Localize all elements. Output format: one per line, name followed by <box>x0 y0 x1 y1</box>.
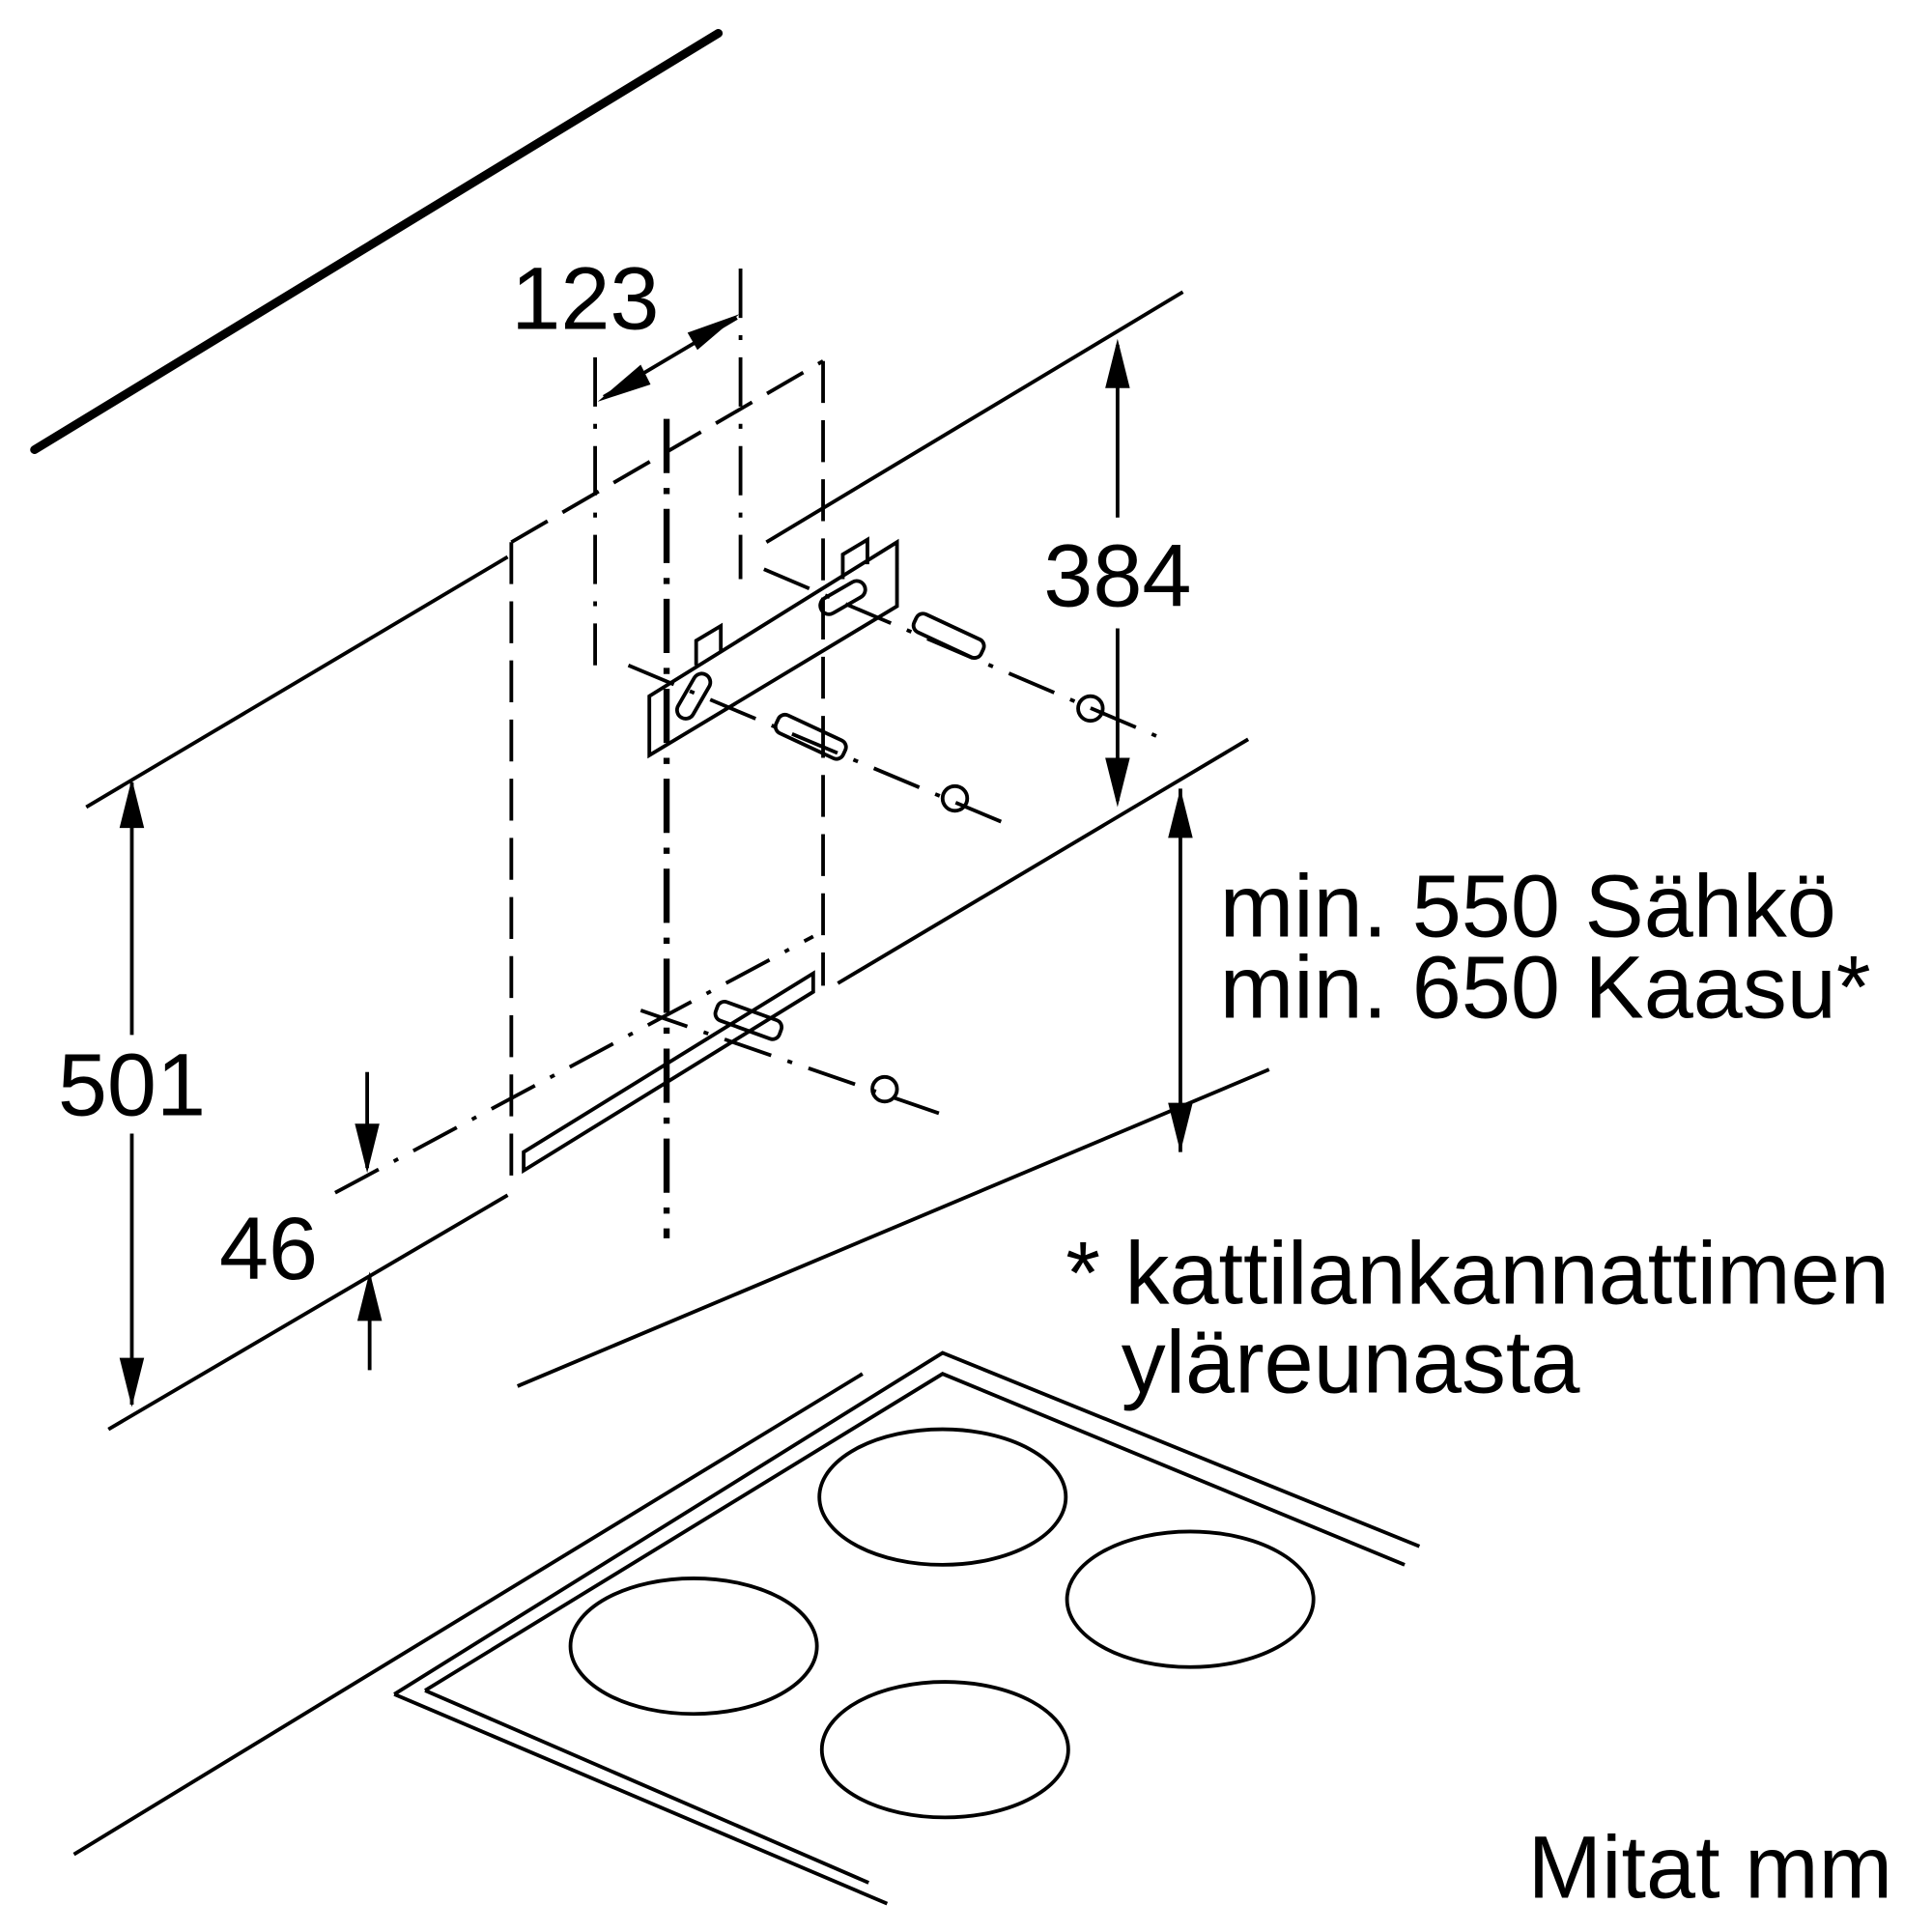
footnote-line1: * kattilankannattimen <box>1065 1224 1889 1322</box>
burner <box>817 1427 1068 1567</box>
ceiling-line <box>30 28 724 455</box>
dimension-46: 46 <box>219 1200 318 1298</box>
dimension-384: 384 <box>1043 527 1191 626</box>
footnote-line2: yläreunasta <box>1122 1313 1581 1411</box>
burner <box>568 1577 819 1717</box>
burner <box>819 1680 1070 1820</box>
wall-bracket <box>647 536 899 759</box>
cooktop <box>72 1350 1421 1906</box>
units-label: Mitat mm <box>1528 1818 1892 1917</box>
dimension-501: 501 <box>58 1036 206 1134</box>
clearance-gas: min. 650 Kaasu* <box>1220 939 1871 1037</box>
dimension-123: 123 <box>511 250 659 349</box>
burner <box>1065 1529 1316 1669</box>
clearance-electric: min. 550 Sähkö <box>1220 857 1836 955</box>
hood-outline <box>509 269 825 1238</box>
dimension-arrows <box>119 314 1193 1407</box>
screws <box>627 567 1159 1121</box>
wall-lines <box>85 290 1270 1432</box>
